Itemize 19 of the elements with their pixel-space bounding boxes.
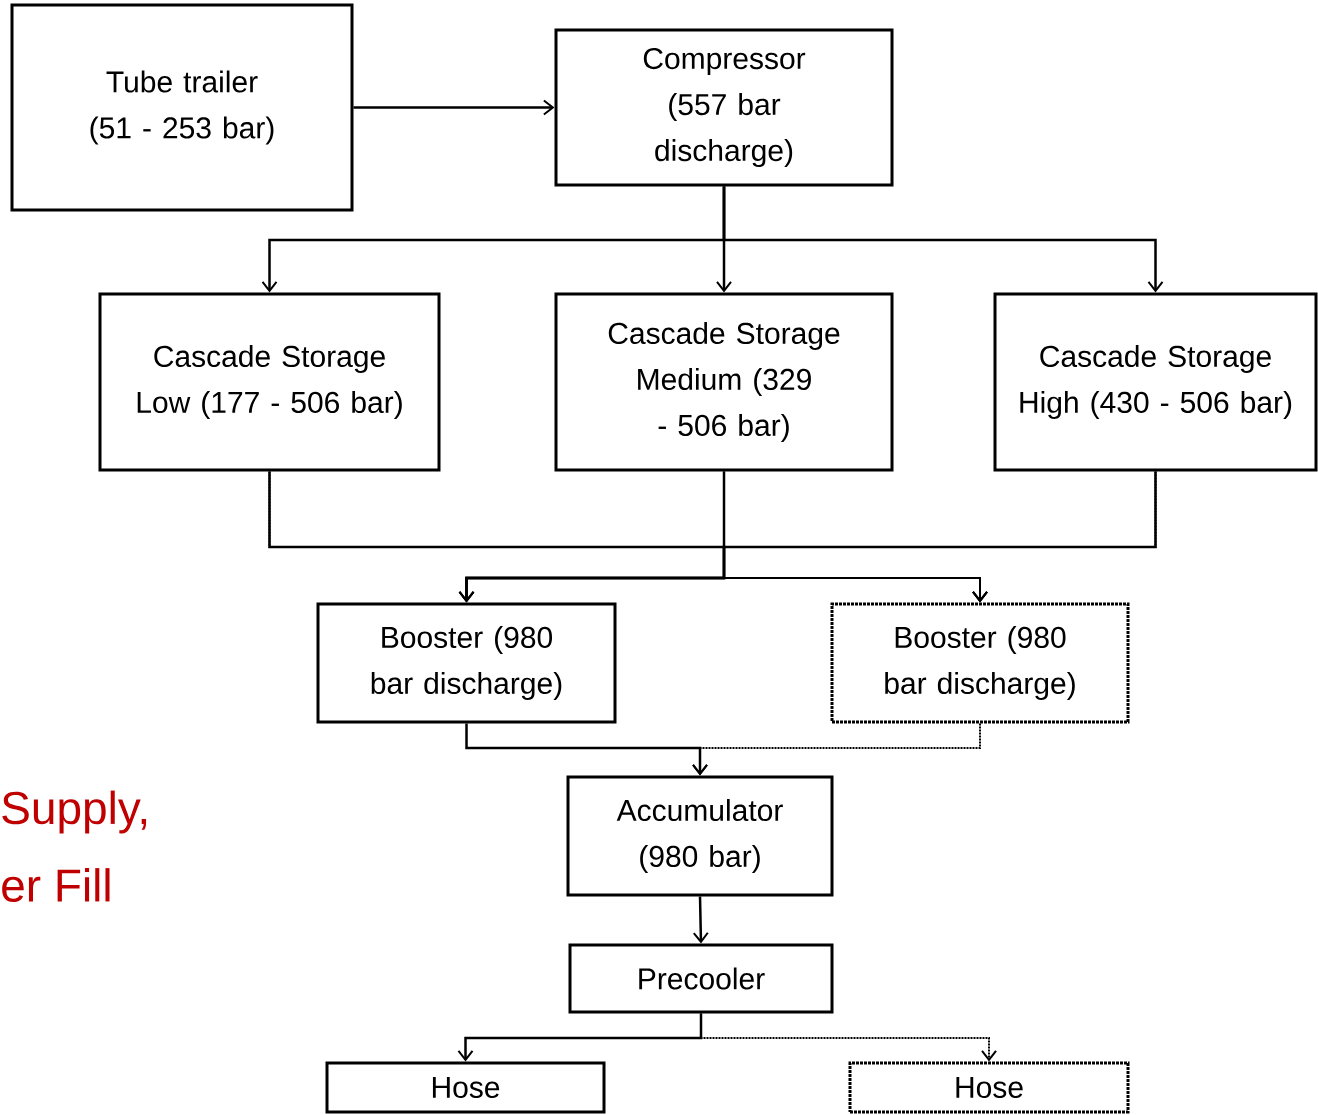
process-box: Tube trailer (51 - 253 bar) — [10, 3, 354, 212]
arrow — [692, 896, 709, 944]
process-box: Hose — [848, 1061, 1130, 1114]
process-box: Booster (980 bar discharge) — [830, 602, 1130, 724]
arrow — [465, 723, 708, 776]
process-box: Cascade Storage High (430 - 506 bar) — [993, 292, 1318, 472]
process-box: Cascade Storage Medium (329 - 506 bar) — [554, 292, 894, 472]
arrow — [722, 186, 1164, 293]
process-box: Precooler — [568, 943, 834, 1014]
arrow — [457, 1013, 703, 1062]
arrow — [458, 471, 1157, 603]
slide-text: er Fill — [2, 868, 110, 902]
process-box: Accumulator (980 bar) — [566, 775, 834, 897]
process-box: Compressor (557 bar discharge) — [554, 28, 894, 187]
process-box: Booster (980 bar discharge) — [316, 602, 617, 724]
arrow — [353, 99, 555, 116]
slide-text: Supply, — [2, 790, 147, 834]
process-box: Cascade Storage Low (177 - 506 bar) — [98, 292, 441, 472]
process-box: Hose — [325, 1061, 606, 1114]
